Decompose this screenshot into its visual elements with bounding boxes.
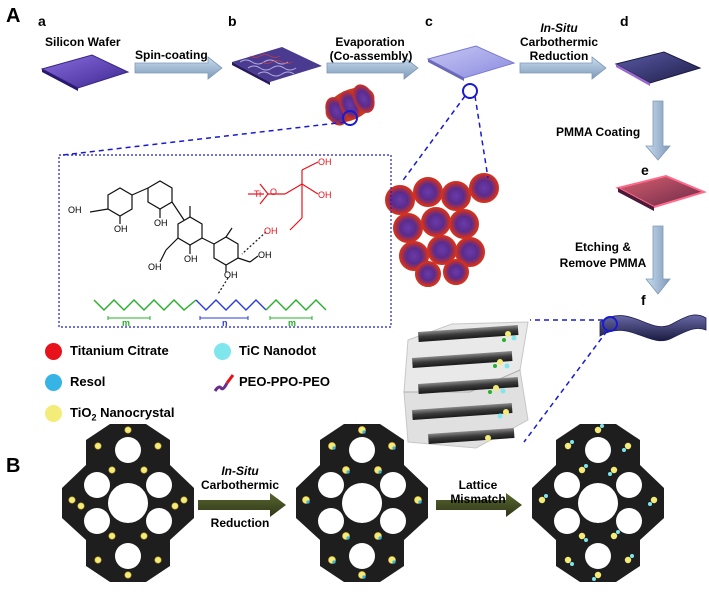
legend-titanium-citrate-swatch [45, 343, 62, 360]
arrow-e-to-f [645, 225, 671, 295]
nanorod-bundle [403, 321, 529, 449]
resol-structure [89, 180, 259, 272]
titanium-citrate-structure [248, 161, 319, 231]
chem-oh-4: OH [184, 254, 198, 264]
reduction-label-a: Reduction [529, 49, 589, 63]
co-assembly-label: (Co-assembly) [329, 49, 413, 63]
step-label-d: d [620, 13, 629, 29]
legend-resol: Resol [70, 374, 106, 389]
arrow-a-to-b [134, 56, 223, 80]
chem-o: O [270, 187, 278, 197]
carbothermic-label-b: Carbothermic [200, 478, 280, 492]
step-label-b: b [228, 13, 237, 29]
wafer-c [426, 45, 516, 81]
legend-tic-swatch [214, 343, 231, 360]
wafer-d [614, 51, 702, 86]
lattice-label: Lattice [458, 478, 498, 492]
evaporation-label: Evaporation [335, 35, 405, 49]
in-situ-label-a: In-Situ [540, 21, 578, 35]
carbothermic-label-a: Carbothermic [519, 35, 599, 49]
chem-oh-7: OH [258, 250, 272, 260]
reduction-label-b: Reduction [210, 516, 270, 530]
mismatch-label: Mismatch [450, 492, 506, 506]
peo-ppo-peo-structure [93, 299, 327, 320]
chem-n: n [222, 318, 228, 328]
silicon-wafer-label: Silicon Wafer [45, 35, 121, 49]
chem-oh-9: OH [318, 157, 332, 167]
legend-resol-swatch [45, 374, 62, 391]
chem-oh-2: OH [114, 224, 128, 234]
micelle-cylinder [325, 84, 375, 126]
ribbon-f [599, 314, 707, 342]
meso-hex-2 [296, 424, 428, 582]
arrow-d-to-e [645, 100, 671, 161]
wafer-e-pmma [615, 174, 707, 211]
step-label-a: a [38, 13, 46, 29]
arrow-c-to-d [519, 56, 607, 80]
remove-pmma-label: Remove PMMA [559, 256, 647, 270]
chem-oh-5: OH [148, 262, 162, 272]
chem-oh-1: OH [68, 205, 82, 215]
chem-m-2: m [288, 318, 297, 328]
legend-tio2: TiO2 Nanocrystal [70, 405, 175, 423]
chem-oh-6: OH [224, 270, 238, 280]
chemistry-inset-box [58, 154, 392, 328]
chem-oh-8: OH [264, 226, 278, 236]
arrow-b-reduction [198, 493, 286, 517]
legend-tic: TiC Nanodot [239, 343, 317, 358]
zoom-circle-c [462, 83, 478, 99]
chem-ti: Ti [254, 189, 262, 199]
legend-titanium-citrate: Titanium Citrate [70, 343, 169, 358]
chem-oh-3: OH [154, 218, 168, 228]
chem-m-1: m [122, 318, 131, 328]
step-label-c: c [425, 13, 433, 29]
legend-peo-icon [213, 374, 235, 392]
arrow-b-to-c [326, 56, 419, 80]
legend-tio2-swatch [45, 405, 62, 422]
in-situ-label-b: In-Situ [221, 464, 259, 478]
step-label-f: f [641, 292, 646, 308]
meso-hex-3 [532, 424, 664, 582]
arrow-b-lattice [436, 493, 522, 517]
pmma-coating-label: PMMA Coating [556, 125, 641, 139]
wafer-a [40, 54, 130, 91]
legend-peo: PEO-PPO-PEO [239, 374, 331, 389]
wafer-b-textured [232, 47, 322, 85]
step-label-e: e [641, 162, 649, 178]
panel-label-a: A [6, 5, 21, 27]
meso-hex-1 [62, 424, 194, 582]
spin-coating-label: Spin-coating [135, 48, 208, 62]
micelle-bundle [385, 173, 499, 287]
chem-oh-10: OH [318, 190, 332, 200]
etching-label: Etching & [575, 240, 631, 254]
panel-label-b: B [6, 455, 21, 477]
